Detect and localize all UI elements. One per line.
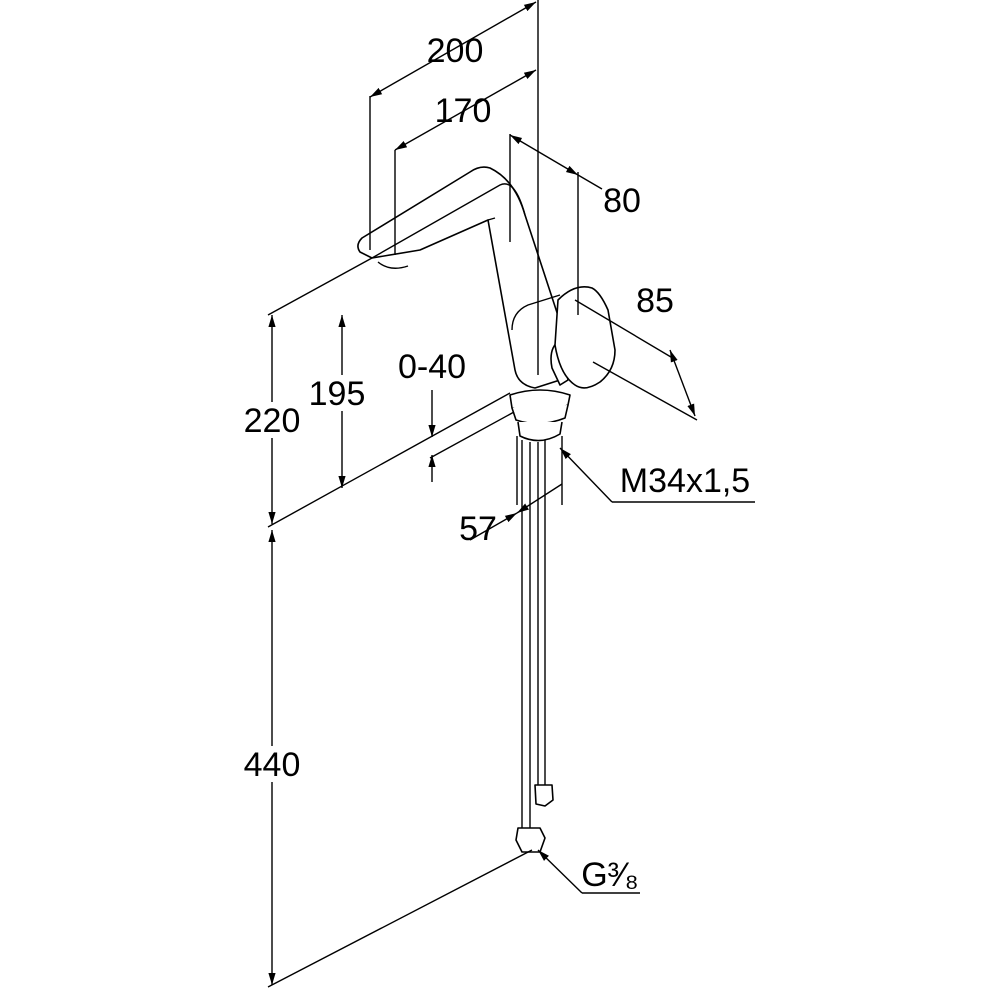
dim-80: 80 <box>509 134 641 315</box>
dim-label: 80 <box>603 182 641 220</box>
hose-nut-lower <box>515 827 546 853</box>
dim-connection: G³⁄₈ <box>537 849 640 894</box>
dim-thread: M34x1,5 <box>559 447 755 503</box>
dim-label: 200 <box>427 32 484 70</box>
lever-handle <box>550 286 616 389</box>
dim-label: 195 <box>309 375 366 413</box>
dim-label: 170 <box>435 92 492 130</box>
shank-and-nut <box>509 389 571 442</box>
dim-label: G³⁄₈ <box>581 856 639 894</box>
dim-0-40: 0-40 <box>398 348 515 482</box>
dim-170: 170 <box>394 69 537 255</box>
dim-220: 220 <box>242 257 511 528</box>
dim-label: 57 <box>459 510 497 548</box>
faucet-body <box>357 166 567 389</box>
dim-85: 85 <box>574 282 698 421</box>
dim-label: 0-40 <box>398 348 466 386</box>
dim-label: 220 <box>244 402 301 440</box>
dim-195: 195 <box>309 315 374 488</box>
dim-label: M34x1,5 <box>620 462 750 500</box>
dim-label: 85 <box>636 282 674 320</box>
dim-440: 440 <box>242 530 533 988</box>
dim-label: 440 <box>244 746 301 784</box>
supply-hoses <box>515 436 563 853</box>
hose-nut-upper <box>534 784 554 807</box>
dim-57: 57 <box>459 483 563 548</box>
